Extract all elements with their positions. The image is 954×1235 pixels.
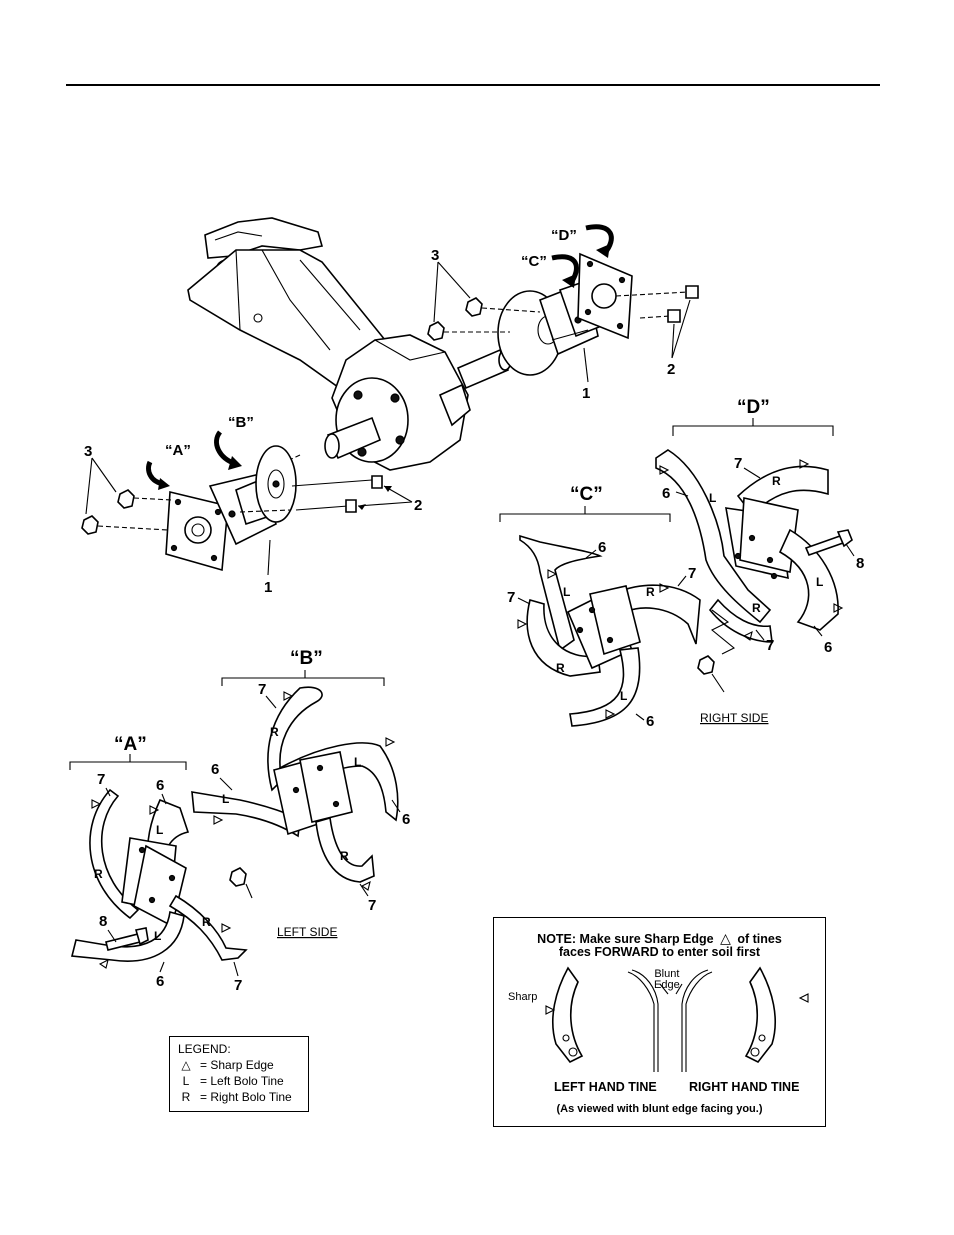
transmission-housing (187, 217, 512, 471)
right-side-label: RIGHT SIDE (700, 711, 768, 725)
sharp-label: Sharp (508, 991, 538, 1003)
tine-mark-r: R (94, 867, 103, 881)
legend-title: LEGEND: (178, 1042, 231, 1056)
viewed-caption: (As viewed with blunt edge facing you.) (556, 1103, 763, 1115)
legend-right-symbol: R (181, 1090, 191, 1104)
label-7: 7 (507, 589, 515, 606)
label-7: 7 (368, 897, 376, 914)
left-hub-assembly (81, 445, 383, 572)
tine-group-b: “B” (191, 648, 399, 891)
tine-mark-r: R (772, 474, 781, 488)
tine-group-c: “C” (499, 484, 725, 727)
blunt-label-1: Blunt (654, 968, 680, 980)
arrow-icon (562, 274, 576, 288)
legend-row-sharp: △ = Sharp Edge (178, 1057, 300, 1073)
note-tine-drawings (545, 966, 809, 1072)
label-8: 8 (99, 913, 107, 930)
note-line-1b: of tines (737, 932, 782, 946)
legend-box: LEGEND: △ = Sharp Edge L = Left Bolo Tin… (169, 1036, 309, 1112)
sharp-edge-triangle-icon: △ (720, 930, 731, 946)
label-7: 7 (97, 771, 105, 788)
label-6: 6 (156, 973, 164, 990)
label-1-left: 1 (264, 579, 272, 596)
right-hand-tine-label: RIGHT HAND TINE (689, 1080, 800, 1094)
tine-mark-r: R (202, 915, 211, 929)
left-hand-tine-label: LEFT HAND TINE (554, 1080, 657, 1094)
tine-mark-l: L (816, 575, 823, 589)
legend-left-text: = Left Bolo Tine (200, 1074, 284, 1088)
label-b-top: “B” (228, 414, 254, 431)
legend-right-text: = Right Bolo Tine (200, 1090, 292, 1104)
legend-row-right: R = Right Bolo Tine (178, 1089, 300, 1105)
tine-mark-l: L (354, 755, 361, 769)
blunt-edge-label: Blunt Edge (654, 969, 680, 991)
label-7: 7 (734, 455, 742, 472)
right-hub-assembly (427, 252, 699, 376)
label-3-left: 3 (84, 443, 92, 460)
label-d-top: “D” (551, 227, 577, 244)
tine-mark-r: R (752, 601, 761, 615)
tine-group-d: “D” (655, 397, 853, 655)
left-side-label: LEFT SIDE (277, 925, 337, 939)
legend-row-left: L = Left Bolo Tine (178, 1073, 300, 1089)
arrow-icon (158, 478, 170, 490)
tine-group-a: “A” (69, 734, 253, 969)
legend-sharp-text: = Sharp Edge (200, 1058, 274, 1072)
tine-mark-l: L (620, 689, 627, 703)
label-7: 7 (258, 681, 266, 698)
label-1-right: 1 (582, 385, 590, 402)
sharp-edge-triangle-icon: △ (181, 1058, 191, 1072)
label-2-right: 2 (667, 361, 675, 378)
label-6: 6 (646, 713, 654, 730)
note-line-2: faces FORWARD to enter soil first (558, 945, 761, 959)
label-6: 6 (662, 485, 670, 502)
label-6: 6 (156, 777, 164, 794)
label-c-group: “C” (570, 484, 603, 505)
note-line-1: NOTE: Make sure Sharp Edge △ of tines (494, 930, 825, 947)
arrow-icon (596, 244, 610, 258)
label-6: 6 (211, 761, 219, 778)
tine-mark-r: R (270, 725, 279, 739)
tine-mark-l: L (563, 585, 570, 599)
label-3-right: 3 (431, 247, 439, 264)
label-2-left: 2 (414, 497, 422, 514)
label-6: 6 (824, 639, 832, 656)
note-line-1a: NOTE: Make sure Sharp Edge (537, 932, 714, 946)
tine-mark-r: R (646, 585, 655, 599)
legend-left-symbol: L (182, 1074, 190, 1088)
label-7: 7 (688, 565, 696, 582)
blunt-label-2: Edge (654, 979, 680, 991)
label-a-group: “A” (114, 734, 147, 755)
label-a-top: “A” (165, 442, 191, 459)
tine-mark-l: L (709, 491, 716, 505)
tine-mark-r: R (556, 661, 565, 675)
label-6: 6 (402, 811, 410, 828)
label-b-group: “B” (290, 648, 323, 669)
label-8: 8 (856, 555, 864, 572)
tine-mark-l: L (154, 929, 161, 943)
label-7: 7 (766, 637, 774, 654)
arrow-icon (228, 456, 242, 470)
note-box: NOTE: Make sure Sharp Edge △ of tines fa… (493, 917, 826, 1127)
tine-mark-r: R (340, 849, 349, 863)
tine-mark-l: L (222, 792, 229, 806)
label-d-group: “D” (737, 397, 770, 418)
label-6: 6 (598, 539, 606, 556)
label-7: 7 (234, 977, 242, 994)
label-c-top: “C” (521, 253, 547, 270)
tine-mark-l: L (156, 823, 163, 837)
